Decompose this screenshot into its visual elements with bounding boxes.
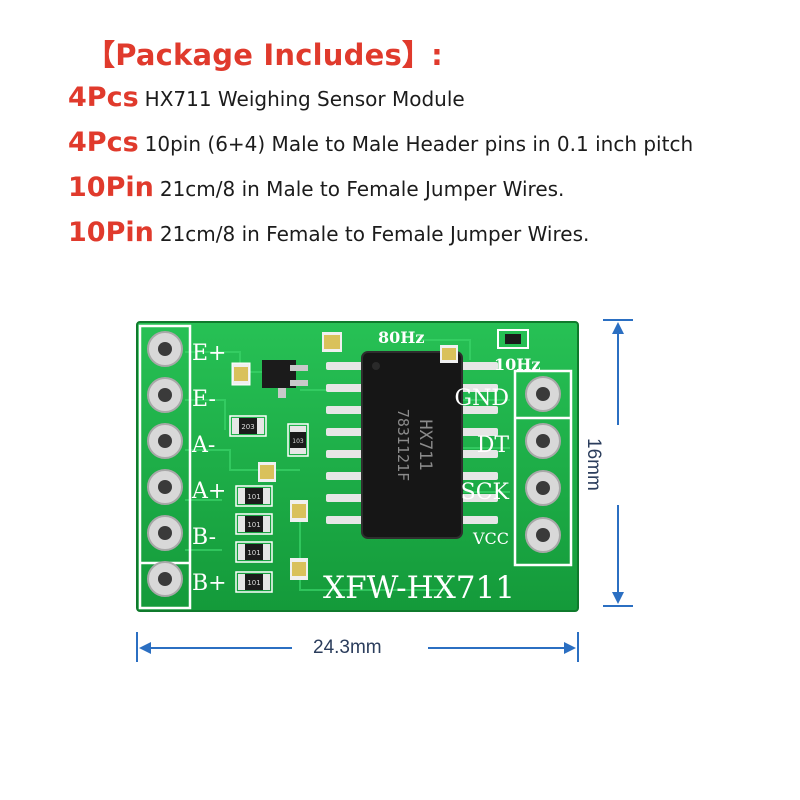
left-pin [147, 423, 183, 459]
chip-pad-left [326, 406, 366, 414]
left-pin [147, 561, 183, 597]
chip-pad-right [458, 406, 498, 414]
right-pin-label: DT [477, 433, 510, 458]
right-pin [525, 517, 561, 553]
left-pin-label: A+ [191, 479, 226, 504]
right-pin [525, 376, 561, 412]
rate-jumper [497, 329, 529, 349]
chip-pad-left [326, 472, 366, 480]
item-qty: 4Pcs [68, 82, 139, 113]
left-pin-label: E- [192, 387, 216, 412]
hx711-chip [361, 351, 463, 539]
package-title: 【Package Includes】: [86, 38, 443, 72]
left-pin-label: A- [191, 433, 215, 458]
chip-code-text: 783I121F [394, 409, 412, 481]
chip-pad-right [458, 384, 498, 392]
capacitor [290, 558, 308, 580]
rate-80hz-label: 80Hz [378, 328, 424, 347]
resistor-code: 101 [247, 549, 260, 557]
chip-pad-left [326, 516, 366, 524]
right-header-outline [513, 369, 573, 567]
left-pin-label: E+ [192, 341, 227, 366]
resistor: 101 [235, 571, 273, 593]
item-desc: HX711 Weighing Sensor Module [144, 87, 465, 111]
chip-pad-left [326, 362, 366, 370]
capacitor [440, 345, 458, 363]
capacitor [231, 362, 251, 386]
width-dimension [136, 632, 579, 662]
item-qty: 10Pin [68, 217, 154, 248]
item-qty: 10Pin [68, 172, 154, 203]
chip-pad-right [458, 516, 498, 524]
chip-marking: HX711 783I121F [394, 409, 435, 481]
chip-pad-left [326, 428, 366, 436]
chip-pad-right [458, 494, 498, 502]
left-pin [147, 515, 183, 551]
left-pin [147, 331, 183, 367]
item-qty: 4Pcs [68, 127, 139, 158]
left-pin-label: B+ [192, 571, 227, 596]
chip-pad-right [458, 428, 498, 436]
left-pin-label: B- [192, 525, 216, 550]
item-desc: 21cm/8 in Male to Female Jumper Wires. [159, 177, 565, 201]
resistor-code: 101 [247, 493, 260, 501]
width-label: 24.3mm [313, 637, 382, 658]
chip-pad-left [326, 494, 366, 502]
height-dimension [603, 319, 633, 607]
left-header-outline [138, 324, 192, 610]
resistor-code: 203 [241, 423, 254, 431]
capacitor [290, 500, 308, 522]
resistor: 101 [235, 485, 273, 507]
resistor-code: 101 [247, 579, 260, 587]
right-pin [525, 470, 561, 506]
resistor-code: 103 [292, 438, 304, 445]
left-pin [147, 377, 183, 413]
capacitor [322, 332, 342, 352]
right-pin-label: GND [455, 386, 509, 411]
chip-pad-left [326, 450, 366, 458]
right-pin [525, 423, 561, 459]
left-pin [147, 469, 183, 505]
right-pin-label: VCC [472, 529, 509, 548]
chip-pad-right [458, 362, 498, 370]
capacitor [258, 462, 276, 482]
pcb-traces [185, 339, 510, 591]
chip-pad-right [458, 472, 498, 480]
hx711-board-photo: HX711 783I121F 203 103 101 101 101 101 80Hz 1… [136, 319, 633, 662]
right-pin-label: SCK [461, 480, 510, 505]
resistor: 203 [229, 415, 267, 437]
resistor: 103 [287, 423, 309, 457]
rate-10hz-label: 10Hz [494, 355, 540, 374]
resistor-code: 101 [247, 521, 260, 529]
item-desc: 21cm/8 in Female to Female Jumper Wires. [159, 222, 590, 246]
height-label: 16mm [583, 438, 604, 491]
resistor: 101 [235, 541, 273, 563]
resistor: 101 [235, 513, 273, 535]
chip-pad-left [326, 384, 366, 392]
chip-model-text: HX711 [415, 419, 435, 470]
item-desc: 10pin (6+4) Male to Male Header pins in … [144, 132, 694, 156]
board-silkscreen: XFW-HX711 [323, 570, 515, 606]
chip-pad-right [458, 450, 498, 458]
pcb-board [136, 321, 579, 612]
